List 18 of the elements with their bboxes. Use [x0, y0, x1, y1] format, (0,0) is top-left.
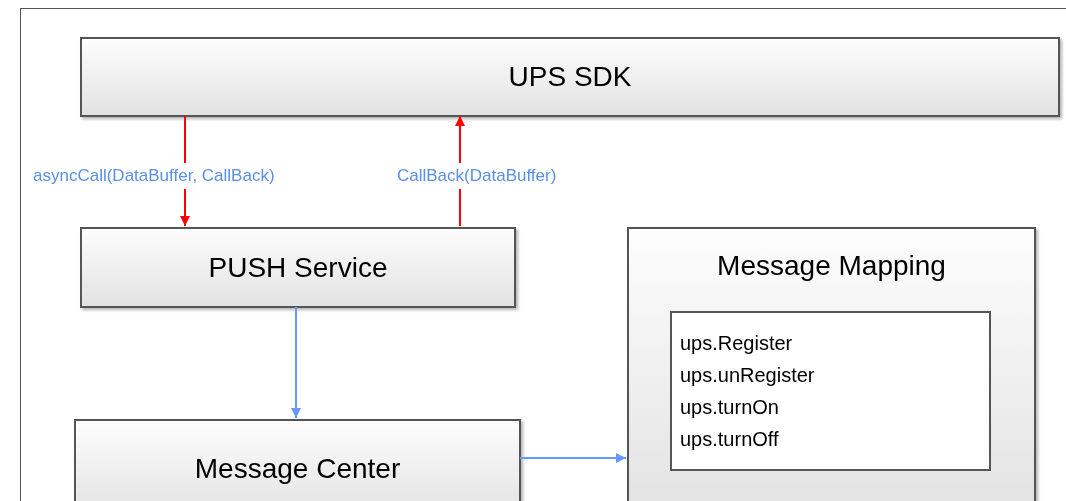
- process-box: [627, 227, 1036, 501]
- list-box: [670, 311, 991, 471]
- process-box: [74, 419, 521, 501]
- process-box: [80, 227, 516, 308]
- edge-label: asyncCall(DataBuffer, CallBack): [33, 163, 275, 189]
- list-item: ups.Register: [680, 331, 794, 356]
- box-title: PUSH Service: [208, 250, 388, 285]
- box-title: Message Center: [194, 452, 401, 486]
- process-box: [80, 37, 1060, 117]
- list-item: ups.unRegister: [680, 363, 816, 388]
- list-item: ups.turnOn: [680, 395, 780, 420]
- edge-label: CallBack(DataBuffer): [397, 163, 557, 189]
- arrow: [519, 453, 627, 463]
- arrow: [291, 306, 301, 419]
- list-item: ups.turnOff: [680, 427, 780, 452]
- frame-box: [20, 8, 1066, 501]
- box-title: UPS SDK: [508, 60, 632, 94]
- box-title: Message Mapping: [717, 249, 946, 283]
